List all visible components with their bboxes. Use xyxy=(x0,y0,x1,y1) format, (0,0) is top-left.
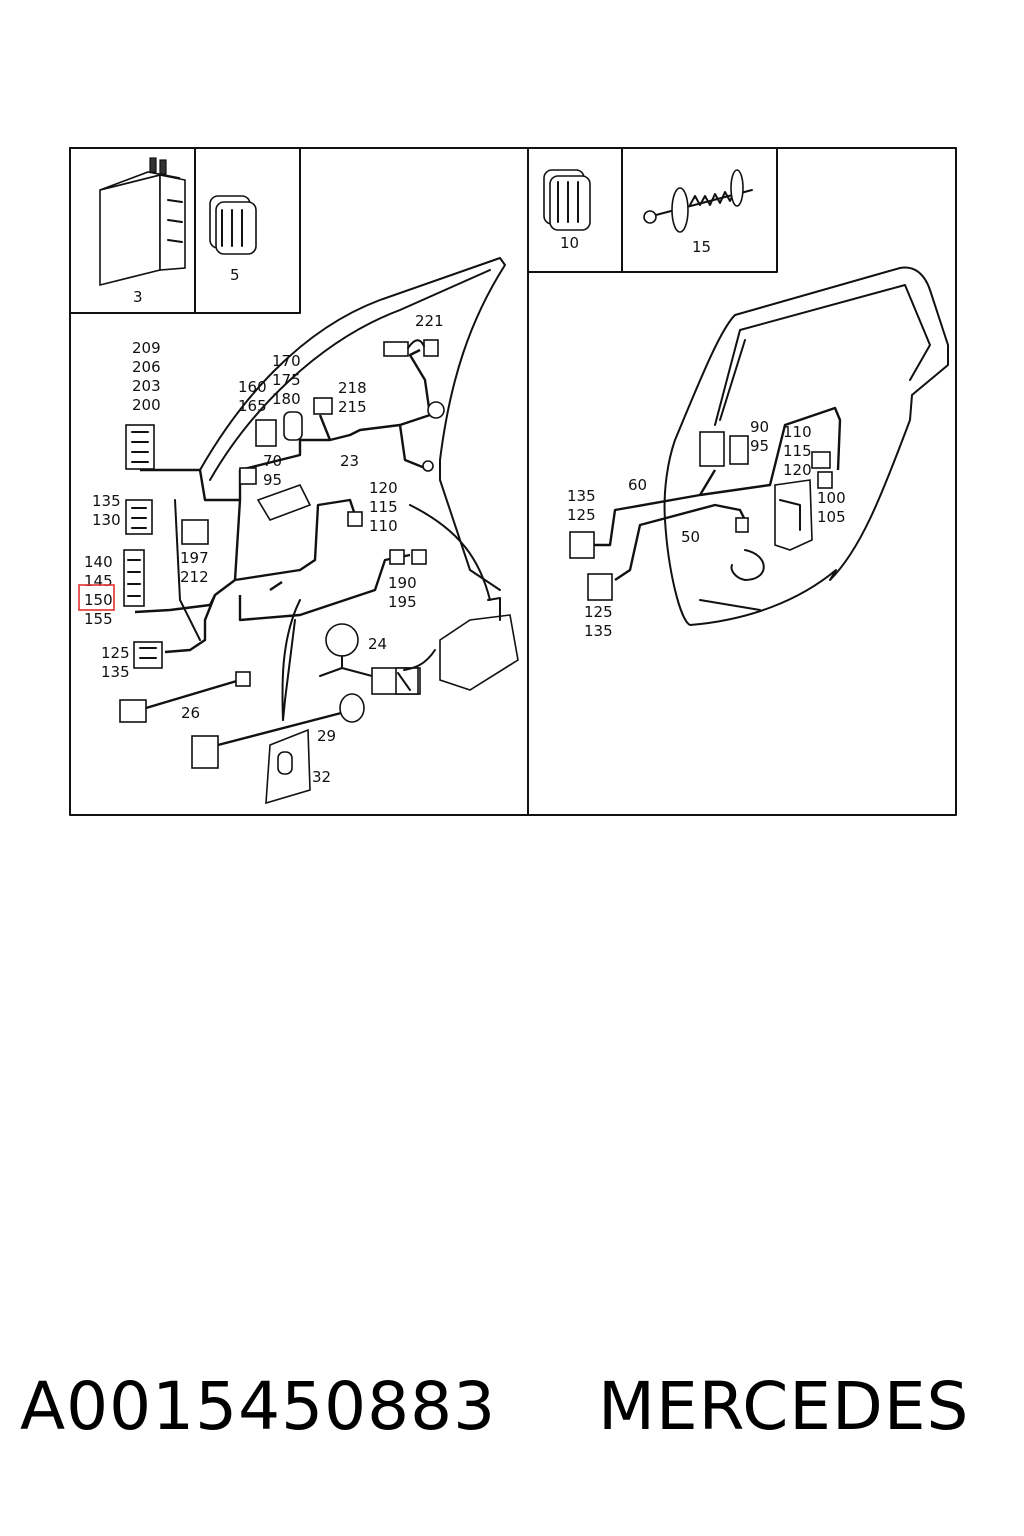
inset-box-5 xyxy=(194,147,301,314)
label-24: 24 xyxy=(368,635,387,653)
label-140: 140 xyxy=(84,553,113,571)
connector-197 xyxy=(181,519,209,545)
rear-connector-135 xyxy=(569,531,595,559)
connector-70 xyxy=(239,467,257,485)
wrench-24 xyxy=(319,623,373,677)
label-15: 15 xyxy=(692,238,711,256)
r-label-135b: 135 xyxy=(584,622,613,640)
part-number: A0015450883 xyxy=(20,1368,497,1445)
label-218: 218 xyxy=(338,379,367,397)
label-70: 70 xyxy=(263,452,282,470)
rear-connector-125 xyxy=(587,573,613,601)
label-180: 180 xyxy=(272,390,301,408)
connector-110-left xyxy=(347,511,363,527)
label-23: 23 xyxy=(340,452,359,470)
arrows-left-panel xyxy=(281,504,491,721)
handle-bracket xyxy=(256,484,312,521)
label-120: 120 xyxy=(369,479,398,497)
r-label-100: 100 xyxy=(817,489,846,507)
label-145: 145 xyxy=(84,572,113,590)
highlight-box-150 xyxy=(78,584,115,611)
label-29: 29 xyxy=(317,727,336,745)
label-10: 10 xyxy=(560,234,579,252)
label-197: 197 xyxy=(180,549,209,567)
r-label-60: 60 xyxy=(628,476,647,494)
label-206: 206 xyxy=(132,358,161,376)
label-5: 5 xyxy=(230,266,240,284)
r-label-110: 110 xyxy=(783,423,812,441)
label-165: 165 xyxy=(238,397,267,415)
connector-221 xyxy=(383,339,439,357)
connector-150 xyxy=(123,549,145,607)
bolt-icon xyxy=(643,169,753,233)
front-door-harness xyxy=(134,348,432,654)
label-170: 170 xyxy=(272,352,301,370)
rear-lock xyxy=(774,471,833,551)
connector-215 xyxy=(313,397,333,415)
connector-190 xyxy=(389,549,427,565)
sensor-26 xyxy=(119,671,251,723)
switch-180 xyxy=(283,411,303,441)
label-190: 190 xyxy=(388,574,417,592)
lock-actuator xyxy=(439,597,519,691)
label-32: 32 xyxy=(312,768,331,786)
r-label-115: 115 xyxy=(783,442,812,460)
label-130: 130 xyxy=(92,511,121,529)
label-3: 3 xyxy=(133,288,143,306)
connector-200-series xyxy=(125,424,155,470)
label-221: 221 xyxy=(415,312,444,330)
footer: A0015450883 MERCEDES xyxy=(0,1368,1024,1478)
label-212: 212 xyxy=(180,568,209,586)
label-175: 175 xyxy=(272,371,301,389)
r-label-90: 90 xyxy=(750,418,769,436)
label-26: 26 xyxy=(181,704,200,722)
label-209: 209 xyxy=(132,339,161,357)
label-125: 125 xyxy=(101,644,130,662)
connector-24 xyxy=(371,667,421,695)
label-160: 160 xyxy=(238,378,267,396)
connector-130 xyxy=(125,499,153,535)
r-label-120: 120 xyxy=(783,461,812,479)
r-label-105: 105 xyxy=(817,508,846,526)
switch-165 xyxy=(255,419,277,447)
rear-switch-90 xyxy=(699,431,749,467)
inset-box-15 xyxy=(621,147,778,273)
label-200: 200 xyxy=(132,396,161,414)
lamp-218 xyxy=(422,401,445,472)
r-label-125: 125 xyxy=(567,506,596,524)
rear-door-harness xyxy=(590,406,842,581)
brand-name: MERCEDES xyxy=(598,1368,970,1445)
right-panel-frame xyxy=(527,147,957,816)
cable-29 xyxy=(191,693,365,769)
r-label-125b: 125 xyxy=(584,603,613,621)
r-label-50: 50 xyxy=(681,528,700,546)
label-195: 195 xyxy=(388,593,417,611)
cover-32 xyxy=(265,728,311,805)
connector-125-left xyxy=(133,641,163,669)
control-module-icon xyxy=(99,157,186,287)
rear-connector-110 xyxy=(811,451,831,469)
grommet-icon-right xyxy=(543,169,591,231)
label-115: 115 xyxy=(369,498,398,516)
label-215: 215 xyxy=(338,398,367,416)
rear-door-outline xyxy=(663,266,949,626)
r-label-95: 95 xyxy=(750,437,769,455)
rear-actuator-hole xyxy=(730,517,765,581)
label-110: 110 xyxy=(369,517,398,535)
grommet-icon xyxy=(209,195,257,255)
r-label-135: 135 xyxy=(567,487,596,505)
label-155: 155 xyxy=(84,610,113,628)
label-95: 95 xyxy=(263,471,282,489)
label-135b: 135 xyxy=(101,663,130,681)
label-135: 135 xyxy=(92,492,121,510)
label-150: 150 xyxy=(84,591,113,609)
label-203: 203 xyxy=(132,377,161,395)
